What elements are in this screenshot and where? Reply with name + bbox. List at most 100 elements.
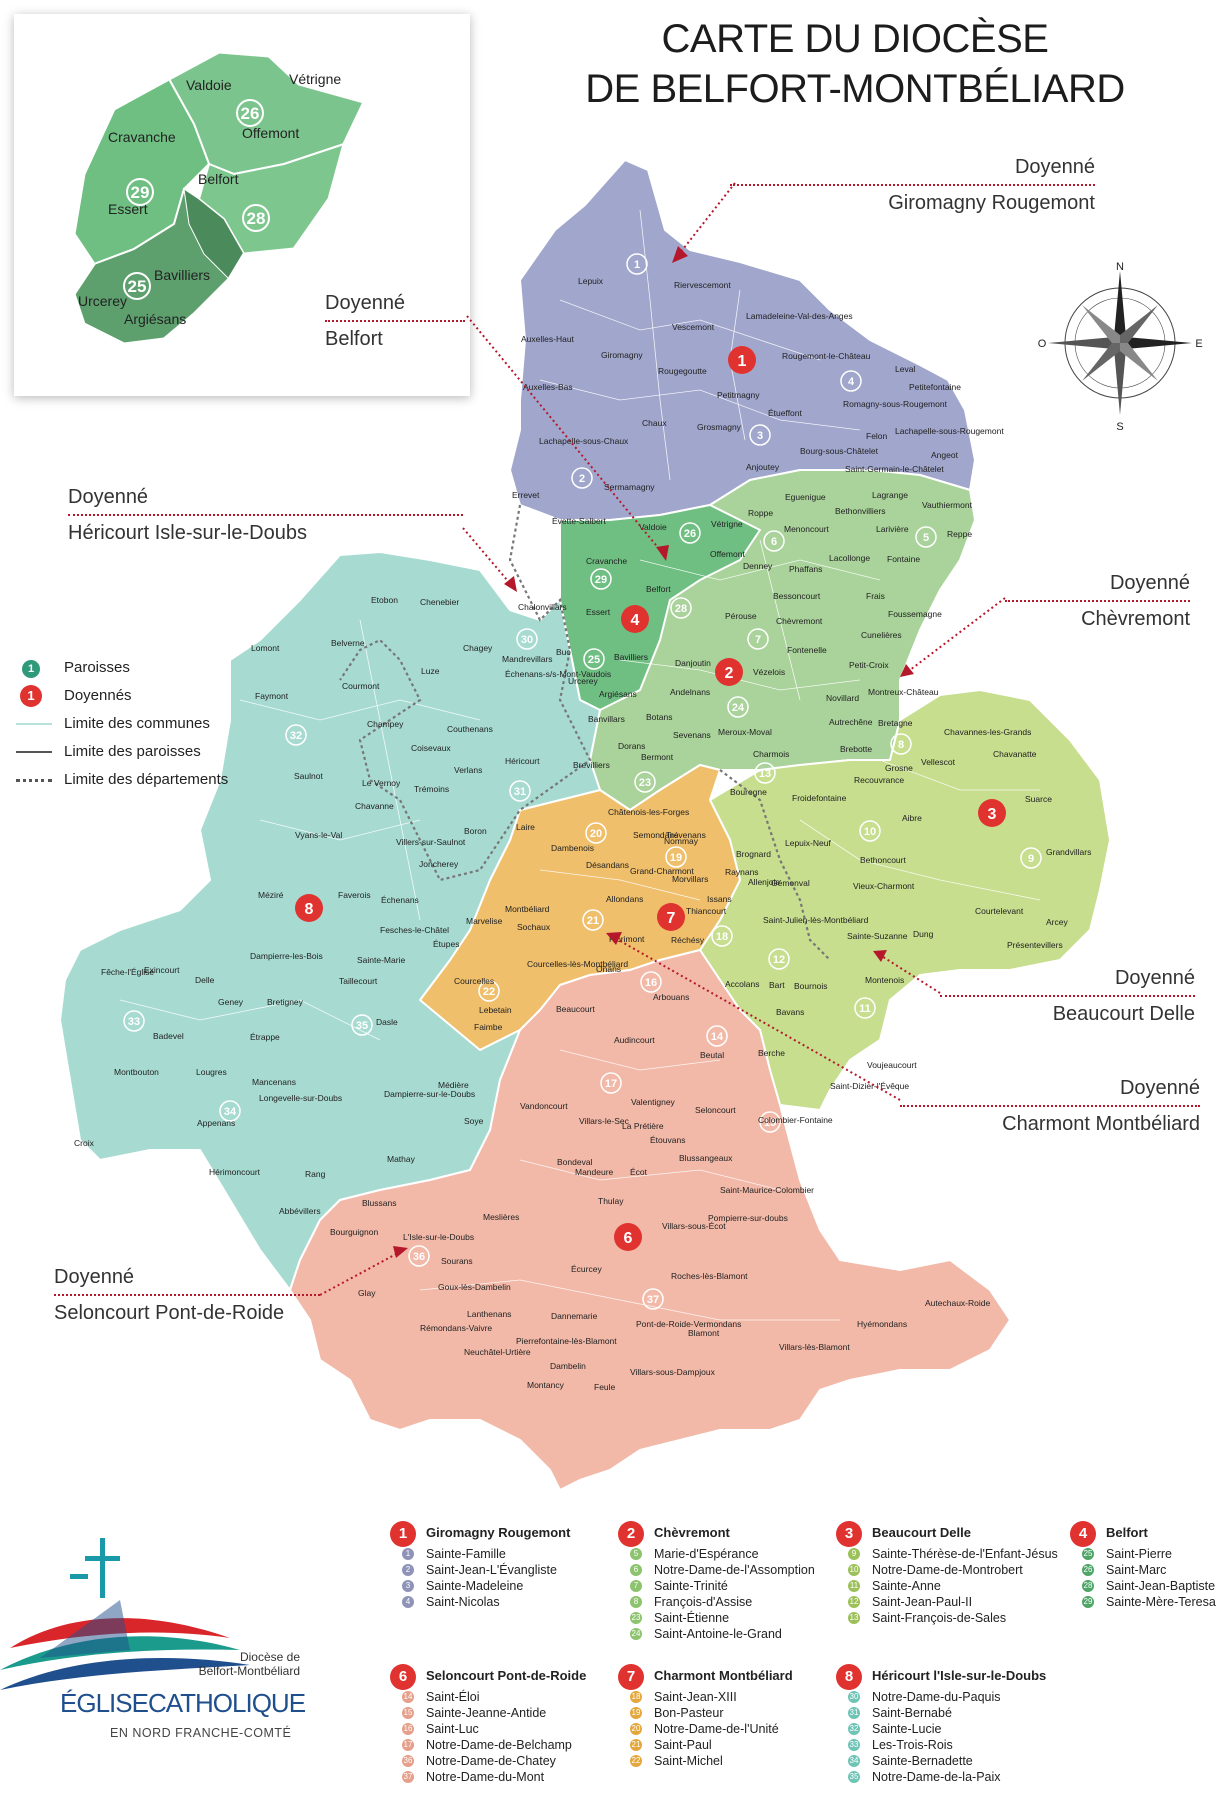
- parish-number-badge: 7: [630, 1580, 642, 1592]
- legend-text: Giromagny Rougemont: [426, 1525, 571, 1540]
- parish-number-badge: 21: [630, 1739, 642, 1751]
- inset-town: Argiésans: [124, 311, 186, 327]
- paroisse-marker: [1020, 847, 1042, 869]
- town-label: Vescemont: [672, 322, 715, 332]
- parish-number-badge: 31: [848, 1707, 860, 1719]
- paroisse-marker: [915, 526, 937, 548]
- town-label: Étueffont: [768, 408, 803, 418]
- town-label: Laire: [516, 822, 535, 832]
- town-label: Héricourt: [505, 756, 540, 766]
- town-label: Cunelières: [861, 630, 902, 640]
- parish-number-badge: 32: [848, 1723, 860, 1735]
- town-label: Lanthenans: [467, 1309, 511, 1319]
- town-label: Badevel: [153, 1031, 184, 1041]
- parish-number-badge: 33: [848, 1739, 860, 1751]
- town-label: Pompierre-sur-doubs: [708, 1213, 788, 1223]
- map-title-line1: CARTE DU DIOCÈSE: [661, 17, 1049, 61]
- doyenne-number: 1: [738, 353, 747, 370]
- legend-text: Marie-d'Espérance: [654, 1547, 759, 1561]
- town-label: Recouvrance: [854, 775, 904, 785]
- compass-w: O: [1038, 338, 1047, 350]
- town-label: Banvillars: [588, 714, 625, 724]
- doyenne-marker: [657, 903, 685, 931]
- inset-num-28: 28: [247, 209, 266, 228]
- town-label: Saint-Maurice-Colombier: [720, 1185, 814, 1195]
- town-label: Montbéliard: [505, 904, 550, 914]
- doyenne-number: 7: [667, 910, 676, 927]
- parish-number-badge: 34: [848, 1755, 860, 1767]
- town-label: Bournois: [794, 981, 828, 991]
- doyenne-marker: [715, 658, 743, 686]
- town-label: Argiésans: [599, 689, 637, 699]
- department-boundary: [339, 504, 592, 882]
- town-label: Valdoie: [639, 522, 667, 532]
- parish-number-badge: 19: [630, 1707, 642, 1719]
- town-label: L'Isle-sur-le-Doubs: [403, 1232, 474, 1242]
- town-label: Errevet: [512, 490, 540, 500]
- logo-brand: ÉGLISECATHOLIQUE: [60, 1688, 306, 1718]
- town-label: Bourguignon: [330, 1227, 378, 1237]
- town-label: Trémoins: [414, 784, 449, 794]
- town-label: Felon: [866, 431, 888, 441]
- town-label: Grandvillars: [1046, 847, 1091, 857]
- paroisse-marker: [840, 370, 862, 392]
- legend-text: Saint-Jean-XIII: [654, 1690, 737, 1704]
- town-label: Rang: [305, 1169, 326, 1179]
- doyenne-label-giromagny: Doyenné Giromagny Rougemont: [730, 150, 1095, 220]
- town-label: Chavanatte: [993, 749, 1037, 759]
- region-seloncourt-pont-de-roide: [289, 949, 1011, 1491]
- paroisse-number: 14: [711, 1031, 724, 1043]
- legend-text: Héricourt l'Isle-sur-le-Doubs: [872, 1668, 1047, 1683]
- town-label: Vétrigne: [711, 519, 743, 529]
- compass-n: N: [1116, 261, 1124, 273]
- inset-town: Belfort: [198, 171, 239, 187]
- legend-text: Saint-Michel: [654, 1754, 723, 1768]
- town-label: Meroux-Moval: [718, 727, 772, 737]
- paroisse-marker: [478, 980, 500, 1002]
- parish-number-badge: 22: [630, 1755, 642, 1767]
- town-label: Goux-lès-Dambelin: [438, 1282, 511, 1292]
- town-label: Anjoutey: [746, 462, 780, 472]
- town-label: Villars-lès-Blamont: [779, 1342, 850, 1352]
- paroisse-marker: [585, 822, 607, 844]
- legend-text: Sainte-Jeanne-Antide: [426, 1706, 547, 1720]
- town-label: Urcerey: [568, 676, 599, 686]
- doyenne-number: 2: [725, 665, 734, 682]
- legend-text: Sainte-Thérèse-de-l'Enfant-Jésus: [872, 1547, 1058, 1561]
- town-label: Belfort: [646, 584, 671, 594]
- town-label: Offemont: [710, 549, 745, 559]
- town-label: Faverois: [338, 890, 371, 900]
- town-label: Bourg-sous-Châtelet: [800, 446, 879, 456]
- town-label: Lachapelle-sous-Rougemont: [895, 426, 1004, 436]
- town-label: Mathay: [387, 1154, 416, 1164]
- town-label: Morvillars: [672, 874, 708, 884]
- town-label: Joncherey: [419, 859, 459, 869]
- town-label: Dampierre-sur-le-Doubs: [384, 1089, 475, 1099]
- town-label: Feule: [594, 1382, 616, 1392]
- town-label: Vauthiermont: [922, 500, 973, 510]
- legend-text: Chèvremont: [654, 1525, 730, 1540]
- legend-text: Notre-Dame-de-Montrobert: [872, 1563, 1023, 1577]
- paroisse-number: 6: [771, 536, 777, 548]
- town-label: Chenebier: [420, 597, 459, 607]
- town-label: Bondeval: [557, 1157, 593, 1167]
- paroisse-marker: [854, 997, 876, 1019]
- inset-town: Urcerey: [78, 293, 127, 309]
- town-label: Bavilliers: [614, 652, 648, 662]
- legend-text: Sainte-Famille: [426, 1547, 506, 1561]
- town-label: Vézelois: [753, 667, 785, 677]
- town-label: Auxelles-Bas: [523, 382, 573, 392]
- legend-text: 3: [836, 1520, 862, 1547]
- town-label: Reppe: [947, 529, 972, 539]
- paroisse-marker: [711, 925, 733, 947]
- town-label: Sourans: [441, 1256, 473, 1266]
